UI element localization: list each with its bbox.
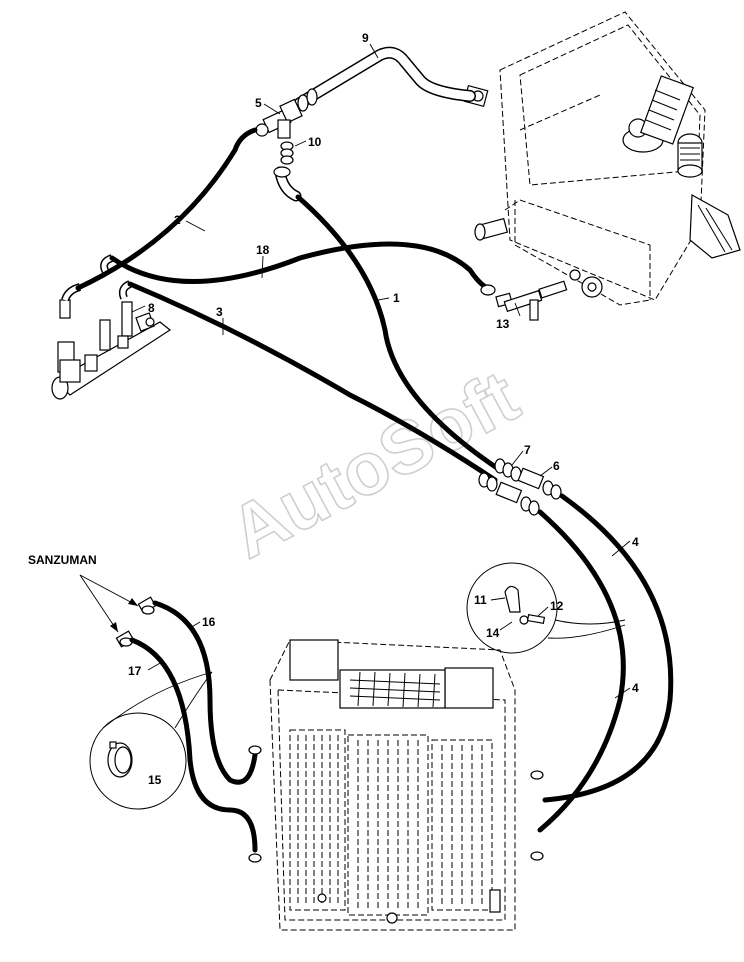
tank-breather-icon [677,133,703,178]
oring-17 [248,853,262,863]
fitting-sanzuman-1 [137,596,157,615]
bracket-detail [466,562,626,654]
bracket-11-icon [504,585,546,625]
hose-1 [295,194,503,473]
oring-4b [530,851,544,861]
tube-9 [294,46,476,112]
oring-16 [248,745,262,755]
tee-fitting-13 [503,269,581,321]
hose-16 [152,600,258,785]
hose-4-upper [542,493,674,803]
tank-outlet-icon [474,217,509,241]
oil-cooler [269,639,516,931]
tank-bracket-icon [689,194,741,259]
callout-11: 11 [474,593,487,607]
callout-18: 18 [256,243,270,257]
callout-5: 5 [255,96,262,110]
callout-9: 9 [362,31,369,45]
callout-6: 6 [553,459,560,473]
callout-4-upper: 4 [632,535,639,549]
tee-fitting-5 [255,98,303,139]
sanzuman-label: SANZUMAN [28,553,97,567]
callout-12: 12 [550,599,564,613]
callout-8: 8 [148,301,155,315]
tank-return-port-icon [581,276,603,298]
callout-7: 7 [524,443,531,457]
clamp-detail [89,671,213,810]
callout-16: 16 [202,615,216,629]
hydraulic-tank [463,11,741,306]
valve-manifold [51,254,172,400]
tank-filler-icon [622,75,695,153]
hose-4-lower [537,509,626,833]
callout-14: 14 [486,626,500,640]
callout-17: 17 [128,664,142,678]
cooler-core [289,729,493,916]
hose-3 [127,281,498,483]
fitting-10 [280,141,294,165]
callout-2: 2 [174,213,181,227]
callout-3: 3 [216,305,223,319]
hose-17 [129,637,258,853]
hose-18 [109,241,491,291]
callout-1: 1 [393,291,400,305]
top-grille [349,671,441,708]
clamp-15-icon [107,741,133,778]
callout-15: 15 [148,773,162,787]
callout-10: 10 [308,135,322,149]
leader-lines [79,43,631,699]
coupling-6-7 [478,458,562,516]
callout-13: 13 [496,317,510,331]
callout-4-lower: 4 [632,681,639,695]
elbow-fitting-1 [273,166,302,202]
watermark: AutoSoft [217,354,532,574]
oring-4a [530,770,544,780]
